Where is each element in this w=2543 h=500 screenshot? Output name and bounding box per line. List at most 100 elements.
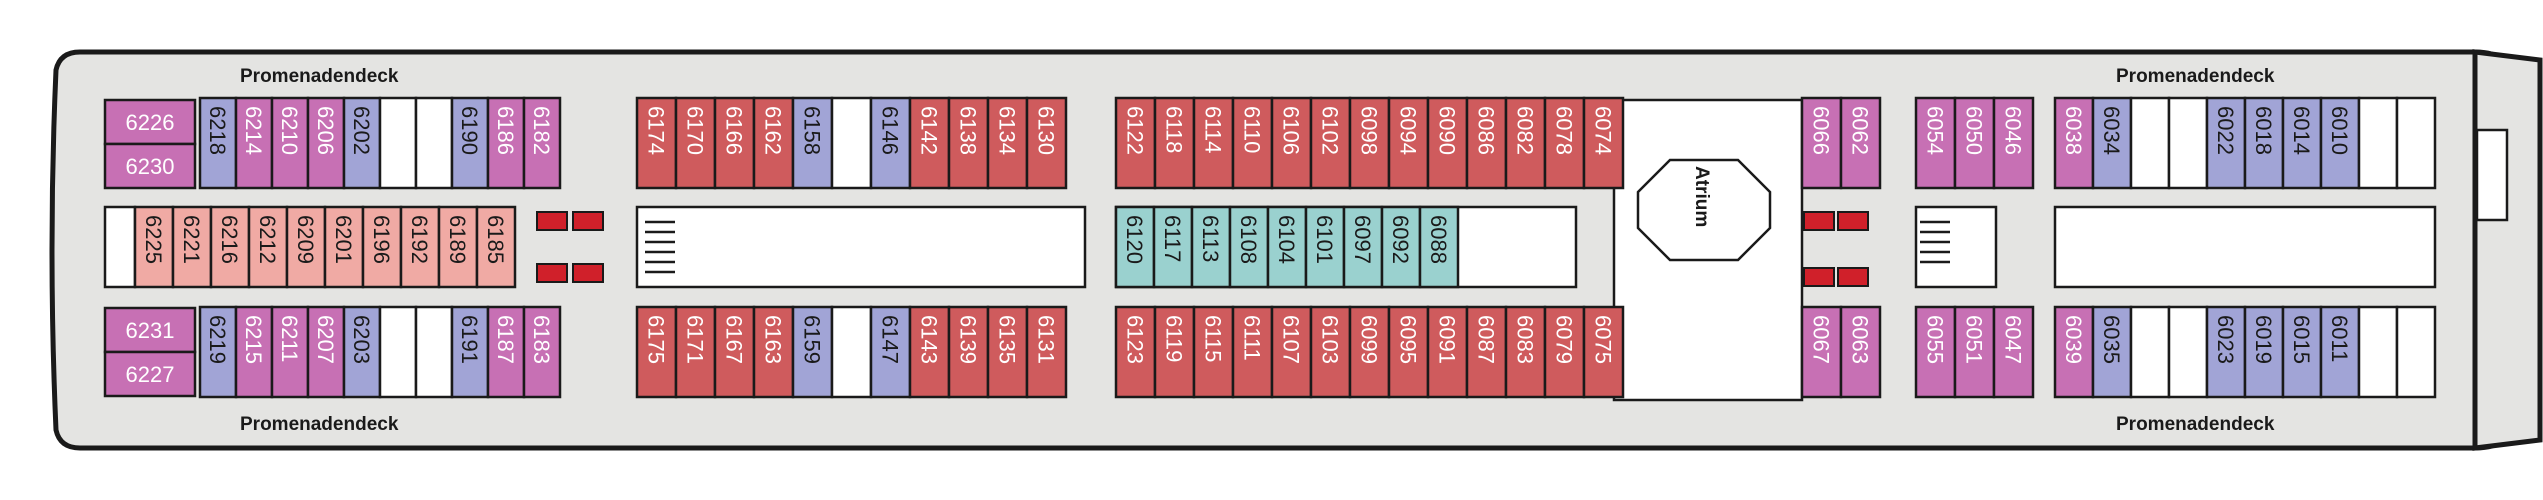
cabin-6066[interactable]: 6066 bbox=[1800, 96, 1843, 190]
cabin-6110[interactable]: 6110 bbox=[1231, 96, 1274, 190]
cabin-6014[interactable]: 6014 bbox=[2281, 96, 2323, 190]
cabin-6191[interactable]: 6191 bbox=[450, 305, 490, 399]
cabin-6142[interactable]: 6142 bbox=[908, 96, 951, 190]
cabin-6215[interactable]: 6215 bbox=[234, 305, 274, 399]
cabin-6131[interactable]: 6131 bbox=[1025, 305, 1068, 399]
cabin-6055[interactable]: 6055 bbox=[1914, 305, 1957, 399]
cabin-6106[interactable]: 6106 bbox=[1270, 96, 1313, 190]
cabin-6171[interactable]: 6171 bbox=[674, 305, 717, 399]
cabin-6115[interactable]: 6115 bbox=[1192, 305, 1235, 399]
cabin-6159[interactable]: 6159 bbox=[791, 305, 834, 399]
cabin-6114[interactable]: 6114 bbox=[1192, 96, 1235, 190]
cabin-6183[interactable]: 6183 bbox=[522, 305, 562, 399]
cabin-6186[interactable]: 6186 bbox=[486, 96, 526, 190]
cabin-6218[interactable]: 6218 bbox=[198, 96, 238, 190]
cabin-6122[interactable]: 6122 bbox=[1114, 96, 1157, 190]
cabin-6227[interactable]: 6227 bbox=[103, 350, 197, 398]
cabin-6185[interactable]: 6185 bbox=[475, 205, 517, 289]
cabin-6170[interactable]: 6170 bbox=[674, 96, 717, 190]
cabin-6174[interactable]: 6174 bbox=[635, 96, 678, 190]
cabin-6206[interactable]: 6206 bbox=[306, 96, 346, 190]
cabin-6226[interactable]: 6226 bbox=[103, 98, 197, 146]
cabin-6135[interactable]: 6135 bbox=[986, 305, 1029, 399]
cabin-6087[interactable]: 6087 bbox=[1465, 305, 1508, 399]
cabin-6163[interactable]: 6163 bbox=[752, 305, 795, 399]
cabin-6104[interactable]: 6104 bbox=[1266, 205, 1308, 289]
cabin-6147[interactable]: 6147 bbox=[869, 305, 912, 399]
cabin-6219[interactable]: 6219 bbox=[198, 305, 238, 399]
cabin-6216[interactable]: 6216 bbox=[209, 205, 251, 289]
cabin-6097[interactable]: 6097 bbox=[1342, 205, 1384, 289]
cabin-6083[interactable]: 6083 bbox=[1504, 305, 1547, 399]
cabin-6046[interactable]: 6046 bbox=[1992, 96, 2035, 190]
cabin-6187[interactable]: 6187 bbox=[486, 305, 526, 399]
cabin-6230[interactable]: 6230 bbox=[103, 142, 197, 190]
cabin-6054[interactable]: 6054 bbox=[1914, 96, 1957, 190]
cabin-6225[interactable]: 6225 bbox=[133, 205, 175, 289]
cabin-6090[interactable]: 6090 bbox=[1426, 96, 1469, 190]
cabin-6209[interactable]: 6209 bbox=[285, 205, 327, 289]
cabin-6088[interactable]: 6088 bbox=[1418, 205, 1460, 289]
cabin-6035[interactable]: 6035 bbox=[2091, 305, 2133, 399]
cabin-6099[interactable]: 6099 bbox=[1348, 305, 1391, 399]
cabin-6018[interactable]: 6018 bbox=[2243, 96, 2285, 190]
cabin-6182[interactable]: 6182 bbox=[522, 96, 562, 190]
cabin-6091[interactable]: 6091 bbox=[1426, 305, 1469, 399]
cabin-6202[interactable]: 6202 bbox=[342, 96, 382, 190]
cabin-6101[interactable]: 6101 bbox=[1304, 205, 1346, 289]
cabin-6201[interactable]: 6201 bbox=[323, 205, 365, 289]
cabin-6086[interactable]: 6086 bbox=[1465, 96, 1508, 190]
cabin-6050[interactable]: 6050 bbox=[1953, 96, 1996, 190]
cabin-6123[interactable]: 6123 bbox=[1114, 305, 1157, 399]
cabin-6074[interactable]: 6074 bbox=[1582, 96, 1625, 190]
cabin-6138[interactable]: 6138 bbox=[947, 96, 990, 190]
cabin-6214[interactable]: 6214 bbox=[234, 96, 274, 190]
cabin-6162[interactable]: 6162 bbox=[752, 96, 795, 190]
cabin-6092[interactable]: 6092 bbox=[1380, 205, 1422, 289]
cabin-6196[interactable]: 6196 bbox=[361, 205, 403, 289]
cabin-6102[interactable]: 6102 bbox=[1309, 96, 1352, 190]
cabin-6047[interactable]: 6047 bbox=[1992, 305, 2035, 399]
cabin-6211[interactable]: 6211 bbox=[270, 305, 310, 399]
cabin-6207[interactable]: 6207 bbox=[306, 305, 346, 399]
cabin-6119[interactable]: 6119 bbox=[1153, 305, 1196, 399]
cabin-6113[interactable]: 6113 bbox=[1190, 205, 1232, 289]
cabin-6146[interactable]: 6146 bbox=[869, 96, 912, 190]
cabin-6034[interactable]: 6034 bbox=[2091, 96, 2133, 190]
cabin-6062[interactable]: 6062 bbox=[1839, 96, 1882, 190]
cabin-6192[interactable]: 6192 bbox=[399, 205, 441, 289]
cabin-6117[interactable]: 6117 bbox=[1152, 205, 1194, 289]
cabin-6082[interactable]: 6082 bbox=[1504, 96, 1547, 190]
cabin-6111[interactable]: 6111 bbox=[1231, 305, 1274, 399]
cabin-6010[interactable]: 6010 bbox=[2319, 96, 2361, 190]
cabin-6175[interactable]: 6175 bbox=[635, 305, 678, 399]
cabin-6221[interactable]: 6221 bbox=[171, 205, 213, 289]
cabin-6095[interactable]: 6095 bbox=[1387, 305, 1430, 399]
cabin-6166[interactable]: 6166 bbox=[713, 96, 756, 190]
cabin-6158[interactable]: 6158 bbox=[791, 96, 834, 190]
cabin-6063[interactable]: 6063 bbox=[1839, 305, 1882, 399]
cabin-6098[interactable]: 6098 bbox=[1348, 96, 1391, 190]
cabin-6231[interactable]: 6231 bbox=[103, 306, 197, 354]
cabin-6203[interactable]: 6203 bbox=[342, 305, 382, 399]
cabin-6023[interactable]: 6023 bbox=[2205, 305, 2247, 399]
cabin-6130[interactable]: 6130 bbox=[1025, 96, 1068, 190]
cabin-6210[interactable]: 6210 bbox=[270, 96, 310, 190]
cabin-6011[interactable]: 6011 bbox=[2319, 305, 2361, 399]
cabin-6103[interactable]: 6103 bbox=[1309, 305, 1352, 399]
cabin-6022[interactable]: 6022 bbox=[2205, 96, 2247, 190]
cabin-6019[interactable]: 6019 bbox=[2243, 305, 2285, 399]
cabin-6143[interactable]: 6143 bbox=[908, 305, 951, 399]
cabin-6167[interactable]: 6167 bbox=[713, 305, 756, 399]
cabin-6108[interactable]: 6108 bbox=[1228, 205, 1270, 289]
cabin-6120[interactable]: 6120 bbox=[1114, 205, 1156, 289]
cabin-6118[interactable]: 6118 bbox=[1153, 96, 1196, 190]
cabin-6107[interactable]: 6107 bbox=[1270, 305, 1313, 399]
cabin-6190[interactable]: 6190 bbox=[450, 96, 490, 190]
cabin-6051[interactable]: 6051 bbox=[1953, 305, 1996, 399]
cabin-6067[interactable]: 6067 bbox=[1800, 305, 1843, 399]
cabin-6075[interactable]: 6075 bbox=[1582, 305, 1625, 399]
cabin-6078[interactable]: 6078 bbox=[1543, 96, 1586, 190]
cabin-6039[interactable]: 6039 bbox=[2053, 305, 2095, 399]
cabin-6038[interactable]: 6038 bbox=[2053, 96, 2095, 190]
